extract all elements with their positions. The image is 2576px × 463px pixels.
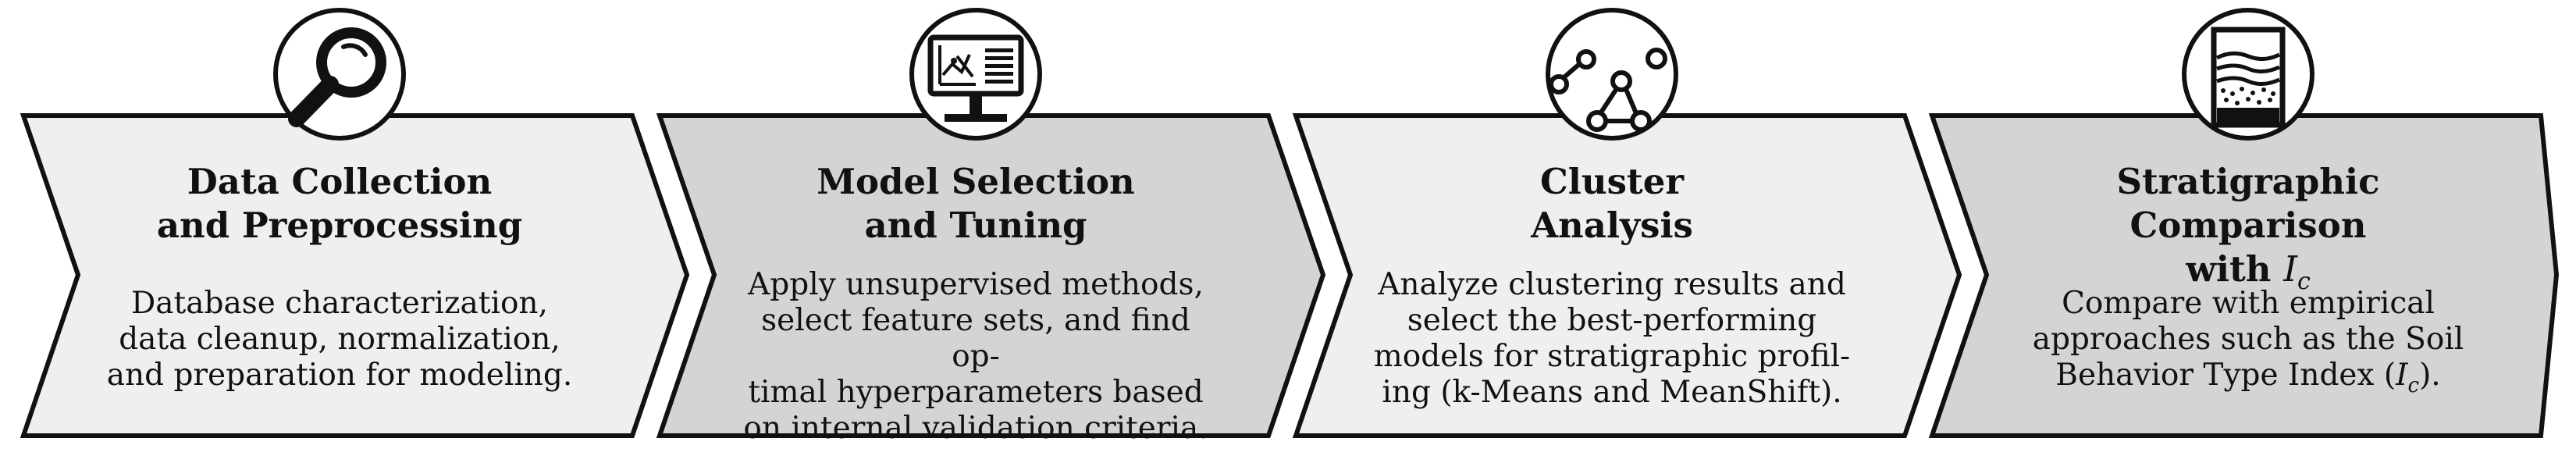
- chevron-step-3: [1292, 113, 1962, 438]
- step-4-desc-line-2: approaches such as the Soil: [2032, 322, 2464, 357]
- step-4-title-line-1: Stratigraphic Comparison: [2116, 161, 2380, 246]
- chevron-step-1: [20, 113, 690, 438]
- step-2-desc-line-1: Apply unsupervised methods,: [748, 267, 1204, 302]
- step-1-description: Database characterization, data cleanup,…: [98, 286, 582, 394]
- step-3-description: Analyze clustering results and select th…: [1370, 267, 1854, 411]
- icon-circle-3: [1546, 8, 1678, 141]
- step-3-desc-line-4: ing (k-Means and MeanShift).: [1382, 375, 1842, 410]
- step-2-title-line-1: Model Selection: [817, 161, 1135, 202]
- step-1-title-line-1: Data Collection: [187, 161, 493, 202]
- step-2-desc-line-2: select feature sets, and find op-: [761, 303, 1190, 374]
- step-3-title: Cluster Analysis: [1370, 160, 1854, 248]
- step-4-title-symbol: I: [2283, 248, 2297, 290]
- step-2-title-line-2: and Tuning: [864, 205, 1087, 246]
- step-1-desc-line-1: Database characterization,: [131, 286, 548, 321]
- step-2-desc-line-3: timal hyperparameters based: [748, 375, 1204, 410]
- magnifying-glass-icon: [288, 27, 386, 127]
- step-3-desc-line-2: select the best-performing: [1407, 303, 1817, 338]
- step-3-title-line-1: Cluster: [1539, 161, 1685, 202]
- step-3-desc-line-1: Analyze clustering results and: [1378, 267, 1846, 302]
- step-3-title-line-2: Analysis: [1531, 205, 1693, 246]
- soil-layers-icon: [2211, 27, 2286, 128]
- step-4-desc-line-1: Compare with empirical: [2062, 286, 2435, 321]
- cluster-nodes-icon: [1549, 48, 1667, 132]
- step-3-desc-line-3: models for stratigraphic profil-: [1373, 339, 1851, 374]
- step-4-desc-line-3-text: Behavior Type Index (: [2055, 358, 2396, 393]
- step-4-desc-suffix: ).: [2419, 358, 2441, 393]
- step-1-desc-line-3: and preparation for modeling.: [106, 358, 573, 393]
- step-1-title: Data Collection and Preprocessing: [98, 160, 582, 248]
- chevron-step-2: [656, 113, 1326, 438]
- step-2-title: Model Selection and Tuning: [734, 160, 1218, 248]
- step-4-desc-symbol: I: [2396, 358, 2408, 393]
- step-2-desc-line-4: on internal validation criteria.: [743, 411, 1208, 446]
- step-2-description: Apply unsupervised methods, select featu…: [734, 267, 1218, 447]
- step-1-title-line-2: and Preprocessing: [156, 205, 523, 246]
- step-4-description: Compare with empirical approaches such a…: [2006, 286, 2490, 404]
- monitor-chart-icon: [927, 34, 1024, 122]
- step-4-title: Stratigraphic Comparison with Ic: [2006, 160, 2490, 304]
- step-4-title-subscript: c: [2297, 268, 2311, 295]
- step-4-title-prefix: with: [2186, 248, 2284, 290]
- chevron-step-4: [1928, 113, 2560, 438]
- step-4-title-line-2: with Ic: [2006, 248, 2490, 304]
- step-4-desc-line-3: Behavior Type Index (Ic).: [2006, 358, 2490, 404]
- step-1-desc-line-2: data cleanup, normalization,: [119, 322, 560, 357]
- step-4-desc-subscript: c: [2407, 373, 2420, 397]
